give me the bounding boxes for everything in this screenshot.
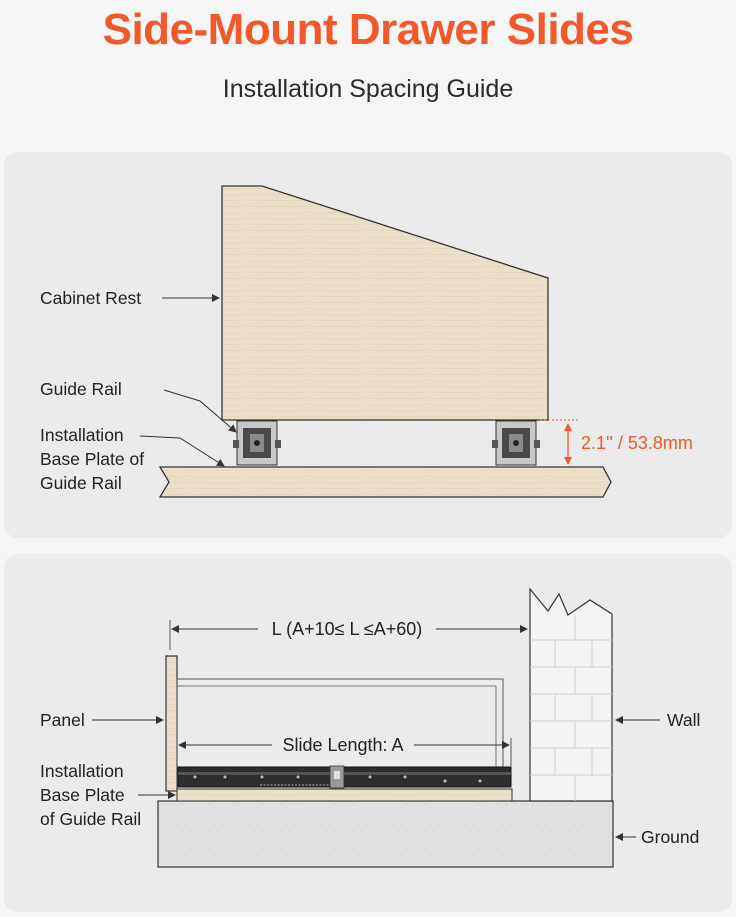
drawer-slide-rail — [177, 765, 512, 789]
left-guide-rail-profile — [233, 420, 281, 466]
drawer-front-panel — [165, 655, 178, 792]
label-wall: Wall — [667, 710, 700, 730]
gap-dimension-value: 2.1'' / 53.8mm — [581, 433, 693, 453]
length-dimension-label: L (A+10≤ L ≤A+60) — [272, 619, 423, 639]
label-top-base-plate-3: Guide Rail — [40, 473, 122, 493]
cabinet-rest-block — [221, 185, 549, 421]
label-cabinet-rest: Cabinet Rest — [40, 288, 141, 308]
label-bottom-base-plate-3: of Guide Rail — [40, 809, 141, 829]
label-top-base-plate-1: Installation — [40, 425, 124, 445]
ground-concrete — [157, 800, 614, 868]
page-subtitle: Installation Spacing Guide — [222, 75, 514, 103]
label-guide-rail: Guide Rail — [40, 379, 122, 399]
label-bottom-base-plate-2: Base Plate — [40, 785, 125, 805]
slide-length-label: Slide Length: A — [282, 735, 403, 755]
leader-guide-rail — [163, 389, 237, 433]
label-top-base-plate-2: Base Plate of — [40, 449, 144, 469]
page-title: Side-Mount Drawer Slides — [102, 5, 634, 54]
bottom-base-plate — [176, 788, 513, 802]
label-bottom-base-plate-1: Installation — [40, 761, 124, 781]
leader-top-base-plate — [139, 435, 225, 467]
right-guide-rail-profile — [492, 420, 540, 466]
label-ground: Ground — [641, 827, 699, 847]
wall-brick — [529, 587, 613, 802]
label-panel: Panel — [40, 710, 85, 730]
top-base-plate-board — [158, 466, 612, 498]
